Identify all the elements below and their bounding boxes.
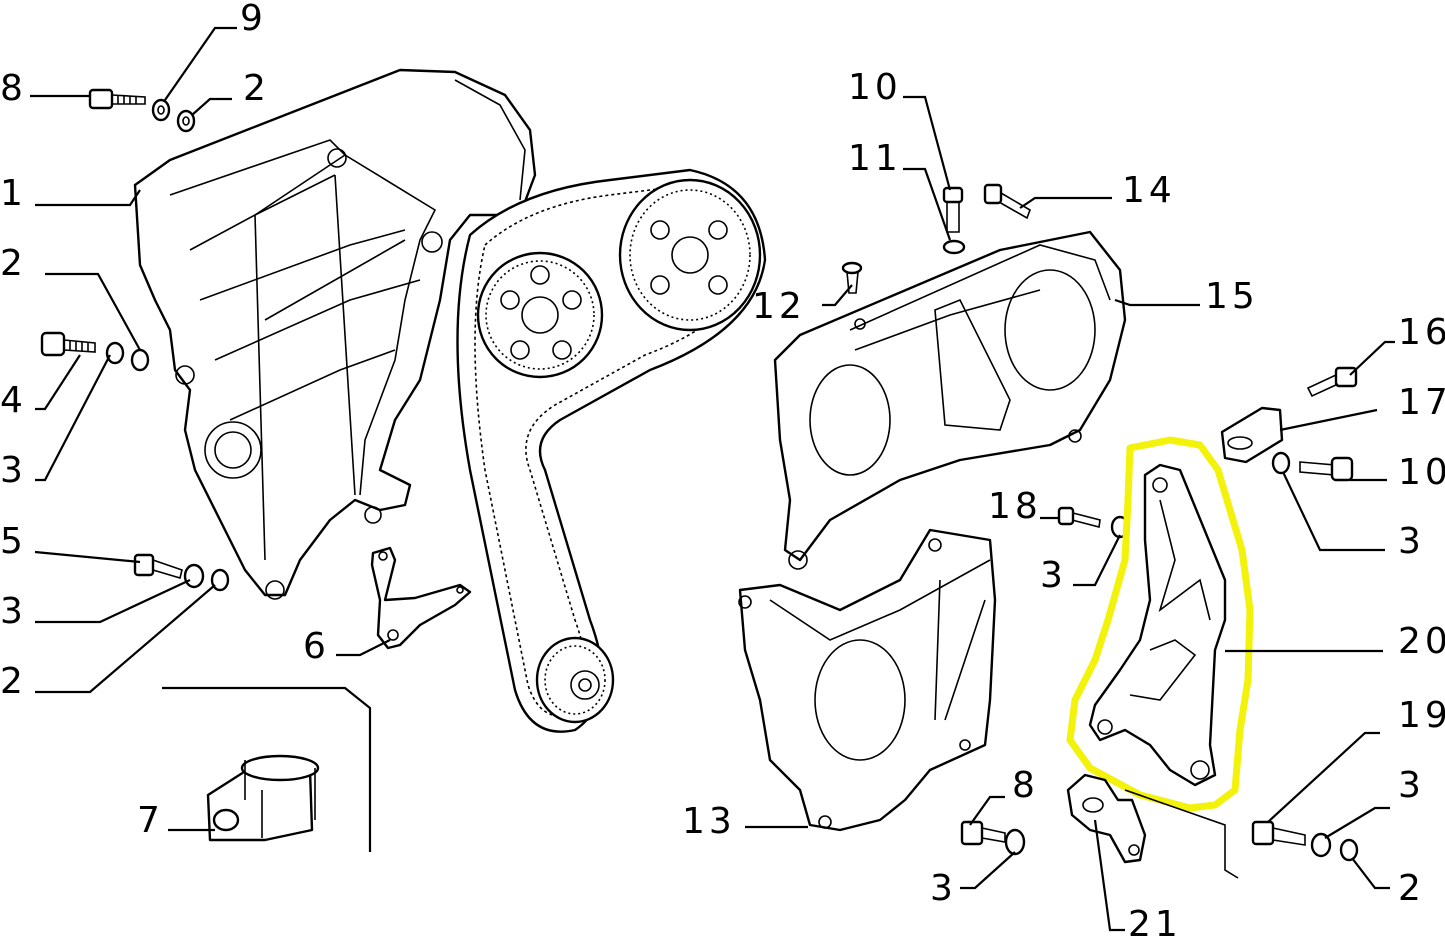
bolt-10-right bbox=[1299, 456, 1354, 482]
washer-3-right bbox=[1271, 451, 1291, 475]
lower-front-cover-part-13 bbox=[738, 528, 997, 832]
bolt-8-bottom bbox=[960, 820, 1006, 846]
callout-16: 16 bbox=[1398, 312, 1445, 353]
callout-19: 19 bbox=[1398, 695, 1445, 736]
highlight-outline bbox=[1066, 436, 1254, 812]
washer-3-left bbox=[105, 341, 125, 365]
bolt-14 bbox=[983, 183, 1031, 220]
washer-2-bottom-right bbox=[1339, 838, 1359, 862]
bolt-4 bbox=[40, 331, 96, 357]
leader-lines bbox=[30, 26, 1395, 932]
callout-20: 20 bbox=[1398, 621, 1445, 662]
washer-3-lower bbox=[183, 563, 205, 589]
bolt-10-top bbox=[942, 186, 964, 233]
callout-9: 9 bbox=[240, 0, 267, 39]
bracket-part-6 bbox=[370, 546, 472, 650]
bolt-5 bbox=[133, 553, 183, 580]
camshaft-gear-right bbox=[618, 178, 762, 332]
bolt-18 bbox=[1057, 506, 1101, 528]
washer-11 bbox=[942, 239, 966, 255]
callout-2: 2 bbox=[0, 243, 27, 284]
screw-12 bbox=[841, 261, 863, 294]
callout-3: 3 bbox=[1398, 765, 1425, 806]
callout-3: 3 bbox=[1040, 555, 1067, 596]
camshaft-gear-left bbox=[476, 251, 604, 379]
callout-1: 1 bbox=[0, 173, 27, 214]
bolt-16 bbox=[1306, 366, 1358, 398]
rear-timing-cover-part-1 bbox=[133, 68, 537, 600]
callout-3: 3 bbox=[0, 450, 27, 491]
callout-2: 2 bbox=[1398, 868, 1425, 909]
crankshaft-gear bbox=[535, 636, 615, 724]
bolt-8-top bbox=[88, 88, 146, 110]
washer-3-bottom bbox=[1004, 828, 1026, 856]
bracket-17 bbox=[1220, 406, 1284, 464]
callout-5: 5 bbox=[0, 521, 27, 562]
callout-10: 10 bbox=[1398, 452, 1445, 493]
callout-6: 6 bbox=[303, 626, 330, 667]
callout-2: 2 bbox=[243, 68, 270, 109]
callout-3: 3 bbox=[930, 868, 957, 909]
callout-4: 4 bbox=[0, 380, 27, 421]
callout-2: 2 bbox=[0, 661, 27, 702]
bracket-part-20 bbox=[1088, 463, 1227, 787]
callout-11: 11 bbox=[848, 138, 902, 179]
callout-14: 14 bbox=[1122, 170, 1176, 211]
washer-2-lower bbox=[210, 568, 230, 592]
callout-10: 10 bbox=[848, 67, 902, 108]
callout-18: 18 bbox=[988, 486, 1042, 527]
callout-3: 3 bbox=[0, 591, 27, 632]
callout-21: 21 bbox=[1128, 904, 1182, 937]
washer-3-bottom-right bbox=[1310, 832, 1332, 858]
bolt-19 bbox=[1251, 820, 1306, 846]
washer-2-top bbox=[176, 109, 196, 133]
callout-8: 8 bbox=[1012, 765, 1039, 806]
clip-part-7 bbox=[206, 754, 320, 842]
callout-7: 7 bbox=[137, 800, 164, 841]
callout-15: 15 bbox=[1205, 276, 1259, 317]
callout-12: 12 bbox=[752, 286, 806, 327]
callout-8: 8 bbox=[0, 68, 27, 109]
callout-13: 13 bbox=[682, 801, 736, 842]
callout-3: 3 bbox=[1398, 521, 1425, 562]
washer-9-top bbox=[151, 98, 171, 122]
plate-part-21 bbox=[1066, 773, 1239, 879]
callout-17: 17 bbox=[1398, 382, 1445, 423]
upper-front-cover-part-15 bbox=[773, 230, 1127, 570]
washer-2-left bbox=[130, 348, 150, 372]
